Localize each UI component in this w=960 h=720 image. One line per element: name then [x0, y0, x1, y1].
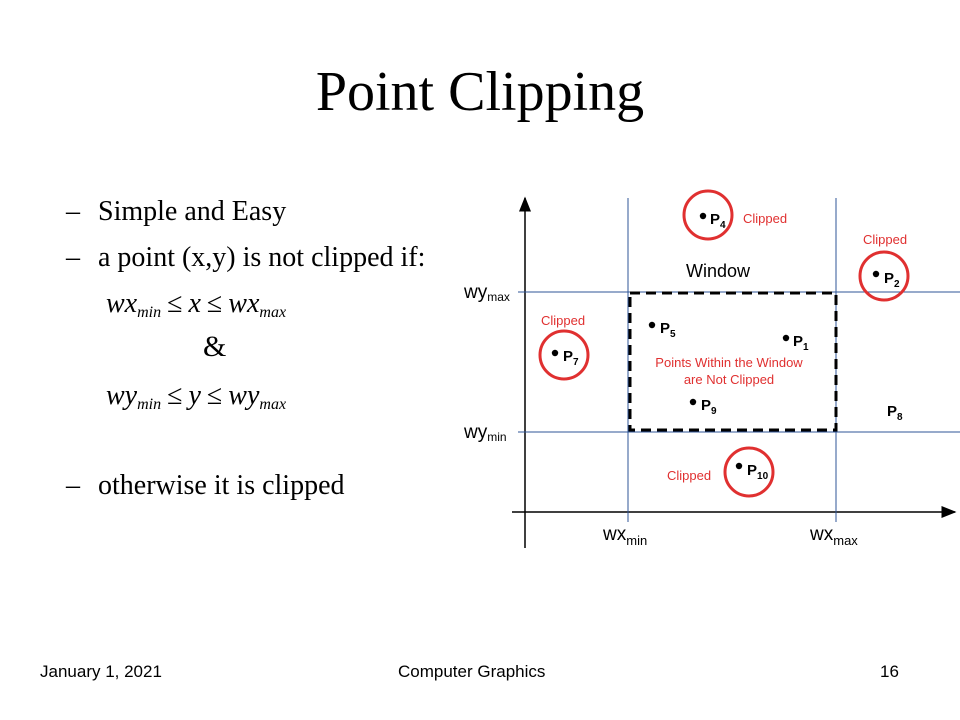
clip-window [628, 291, 838, 432]
y-condition: wymin≤y≤wymax [106, 380, 286, 414]
bullet-dash: – [66, 470, 80, 501]
cond-y: y [188, 380, 201, 411]
bullet-dash: – [66, 196, 80, 227]
wy-max-label: wymax [463, 282, 510, 304]
clip-circle-p4 [682, 189, 734, 241]
bullet-otherwise-clipped: –otherwise it is clipped [66, 470, 345, 502]
cond-leq: ≤ [206, 288, 223, 319]
clip-circle-p2 [858, 250, 910, 302]
bullet-text: otherwise it is clipped [98, 470, 345, 501]
bullet-dash: – [66, 242, 80, 273]
clipped-label-p7: Clipped [541, 313, 585, 328]
and-symbol: & [203, 330, 227, 363]
cond-min: min [137, 304, 162, 321]
inside-note-line1: Points Within the Window [655, 355, 803, 370]
bullet-not-clipped-if: –a point (x,y) is not clipped if: [66, 242, 425, 274]
cond-wy: wy [228, 380, 260, 411]
point-p5: P5 [648, 320, 676, 340]
cond-leq: ≤ [206, 380, 223, 411]
footer-course: Computer Graphics [398, 662, 546, 681]
bullet-text: Simple and Easy [98, 196, 287, 227]
cond-leq: ≤ [167, 288, 183, 319]
point-p7: P7 [551, 348, 579, 368]
cond-wx: wx [106, 288, 138, 319]
clip-circle-p10 [723, 446, 775, 498]
wx-min-label: wxmin [602, 524, 647, 548]
svg-text:P2: P2 [884, 270, 900, 290]
wy-min-label: wymin [463, 422, 507, 444]
svg-text:P7: P7 [563, 348, 579, 368]
svg-text:P8: P8 [887, 403, 903, 423]
point-p9: P9 [689, 397, 717, 417]
point-p2: P2 [872, 270, 900, 290]
inside-note-line2: are Not Clipped [684, 372, 774, 387]
wx-max-label: wxmax [809, 524, 858, 548]
point-p4: P4 [699, 211, 726, 231]
clipped-label-p10: Clipped [667, 468, 711, 483]
svg-text:P1: P1 [793, 333, 809, 353]
slide-title: Point Clipping [315, 61, 645, 123]
footer-date: January 1, 2021 [40, 662, 162, 681]
cond-x: x [188, 288, 201, 319]
cond-max: max [259, 396, 287, 413]
svg-text:P4: P4 [710, 211, 726, 231]
clipped-label-p2: Clipped [863, 232, 907, 247]
cond-wx: wx [228, 288, 260, 319]
bullet-simple-easy: –Simple and Easy [66, 196, 286, 228]
clip-circle-p7 [538, 329, 590, 381]
footer-page-number: 16 [880, 662, 899, 681]
svg-text:P5: P5 [660, 320, 676, 340]
x-condition: wxmin≤x≤wxmax [106, 288, 286, 322]
cond-leq: ≤ [167, 380, 183, 411]
cond-min: min [137, 396, 162, 413]
cond-wy: wy [106, 380, 138, 411]
svg-text:P9: P9 [701, 397, 717, 417]
svg-text:P10: P10 [747, 462, 769, 482]
point-p1: P1 [782, 333, 809, 353]
point-p8: P8 [887, 403, 903, 423]
clipped-label-p4: Clipped [743, 211, 787, 226]
window-label: Window [686, 261, 751, 281]
bullet-text: a point (x,y) is not clipped if: [98, 242, 426, 273]
point-p10: P10 [735, 462, 769, 482]
cond-max: max [259, 304, 287, 321]
